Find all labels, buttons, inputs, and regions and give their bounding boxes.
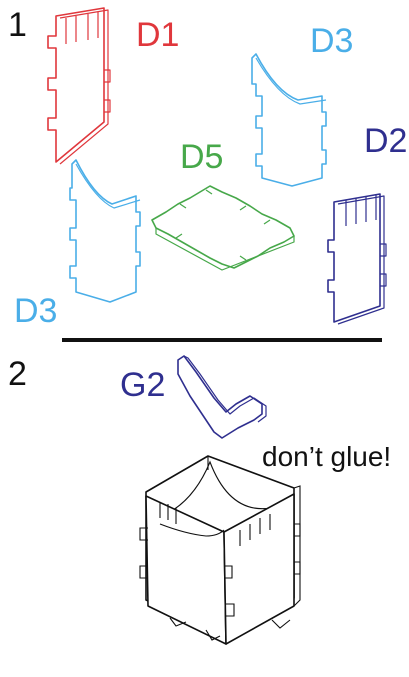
piece-g2 — [177, 355, 267, 439]
panel-d3-bottom — [69, 159, 141, 303]
step-1-number: 1 — [8, 6, 27, 44]
label-d5: D5 — [180, 138, 223, 176]
panel-d1 — [47, 7, 111, 165]
label-d3-bottom: D3 — [14, 292, 57, 330]
assembled-box — [139, 455, 301, 645]
label-d2: D2 — [364, 122, 407, 160]
label-d1: D1 — [136, 16, 179, 54]
dont-glue-note: don’t glue! — [262, 441, 391, 472]
label-d3-top: D3 — [310, 22, 353, 60]
panel-d3-top — [251, 53, 327, 187]
step-2-number: 2 — [8, 355, 27, 393]
panel-d2 — [327, 193, 387, 325]
label-g2: G2 — [120, 366, 165, 404]
panel-d5 — [151, 185, 295, 271]
